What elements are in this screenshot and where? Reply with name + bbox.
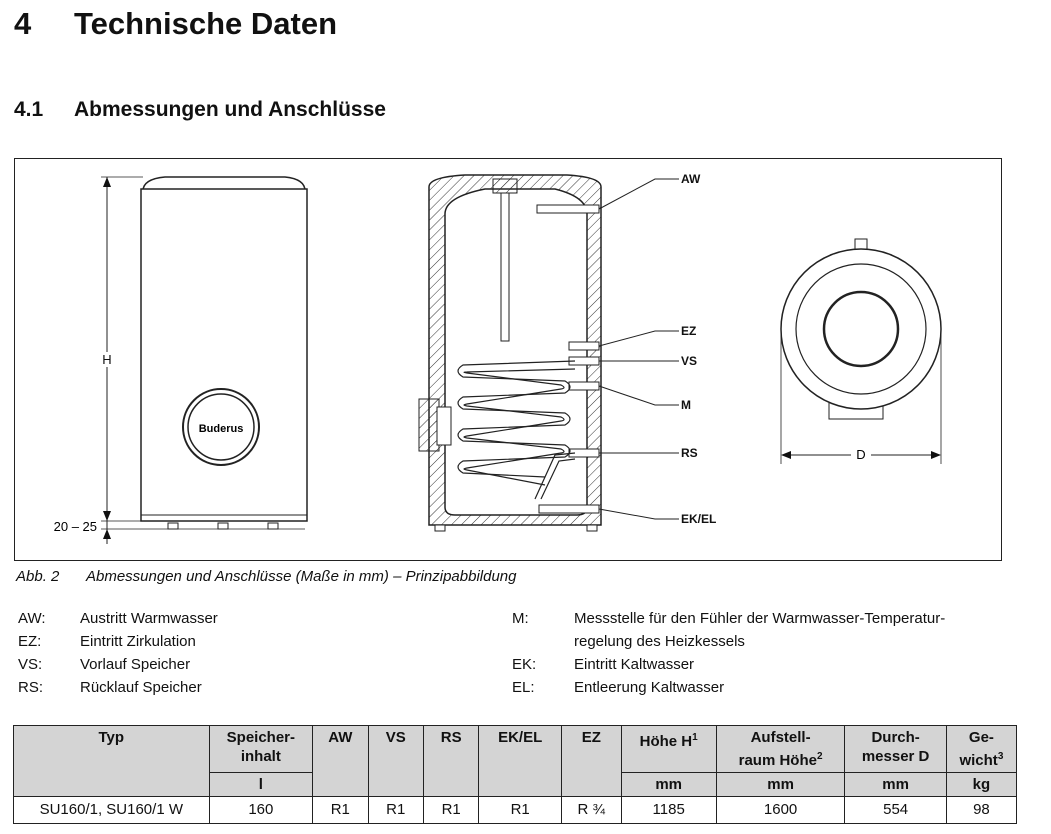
label-ekel: EK/EL bbox=[681, 512, 716, 526]
table-units-row: l mm mm mm kg bbox=[14, 772, 1018, 797]
legend-text: Austritt Warmwasser bbox=[80, 610, 218, 627]
cell-vs: R1 bbox=[367, 796, 424, 824]
cell-rs: R1 bbox=[422, 796, 480, 824]
cell-ekel: R1 bbox=[478, 796, 562, 824]
leader-lines bbox=[598, 178, 679, 520]
cell-speicher: 160 bbox=[208, 796, 314, 824]
legend-text: Vorlauf Speicher bbox=[80, 656, 191, 673]
legend-text: Eintritt Zirkulation bbox=[80, 633, 196, 650]
front-view: Buderus H 20 – 25 bbox=[54, 176, 308, 544]
legend-right: M: Messstelle für den Fühler der Warmwass… bbox=[512, 610, 945, 702]
legend-code: RS: bbox=[18, 679, 44, 696]
label-ez: EZ bbox=[681, 324, 696, 338]
cell-aufstell: 1600 bbox=[715, 796, 846, 824]
subsection-number: 4.1 bbox=[14, 98, 44, 121]
header-speicher: Speicher-inhalt bbox=[208, 725, 314, 773]
label-aw: AW bbox=[681, 172, 701, 186]
foot-label: 20 – 25 bbox=[54, 519, 97, 534]
legend-item: M: Messstelle für den Fühler der Warmwass… bbox=[512, 610, 945, 633]
legend-text: Entleerung Kaltwasser bbox=[574, 679, 725, 696]
brand-logo: Buderus bbox=[199, 423, 244, 435]
data-table: Typ Speicher-inhalt AW VS RS EK/EL EZ Hö… bbox=[13, 725, 1018, 824]
subsection-title: Abmessungen und Anschlüsse bbox=[74, 98, 386, 121]
cell-durch: 554 bbox=[844, 796, 947, 824]
unit-speicher: l bbox=[208, 772, 314, 797]
legend-item: EZ: Eintritt Zirkulation bbox=[18, 633, 218, 656]
drawing-canvas: Buderus H 20 – 25 bbox=[54, 172, 942, 544]
section-heading: 4 Technische Daten bbox=[14, 6, 337, 42]
legend-code: VS: bbox=[18, 656, 43, 673]
header-rs: RS bbox=[422, 725, 480, 797]
header-hoehe: Höhe H1 bbox=[620, 725, 717, 773]
technical-drawing: Buderus H 20 – 25 bbox=[14, 158, 1002, 561]
legend-text: Eintritt Kaltwasser bbox=[574, 656, 695, 673]
header-aufstellraum: Aufstell-raum Höhe2 bbox=[715, 725, 846, 773]
legend-code: EK: bbox=[512, 656, 537, 673]
legend-code: EZ: bbox=[18, 633, 42, 650]
label-m: M bbox=[681, 398, 691, 412]
legend-code: EL: bbox=[512, 679, 535, 696]
section-title: Technische Daten bbox=[74, 6, 338, 41]
section-view bbox=[418, 174, 602, 532]
legend-text: Messstelle für den Fühler der Warmwasser… bbox=[574, 610, 946, 627]
legend-item: RS: Rücklauf Speicher bbox=[18, 679, 218, 702]
legend-item-continued: regelung des Heizkessels bbox=[512, 633, 945, 656]
header-vs: VS bbox=[367, 725, 424, 797]
header-ekel: EK/EL bbox=[478, 725, 562, 797]
legend-text: regelung des Heizkessels bbox=[574, 633, 745, 650]
legend-item: AW: Austritt Warmwasser bbox=[18, 610, 218, 633]
unit-durch: mm bbox=[844, 772, 947, 797]
legend-item: EK: Eintritt Kaltwasser bbox=[512, 656, 945, 679]
header-durchmesser: Durch-messer D bbox=[844, 725, 947, 773]
header-aw: AW bbox=[312, 725, 369, 797]
label-rs: RS bbox=[681, 446, 698, 460]
legend-item: VS: Vorlauf Speicher bbox=[18, 656, 218, 679]
cell-gew: 98 bbox=[945, 796, 1018, 824]
height-label: H bbox=[102, 352, 111, 367]
table-row: SU160/1, SU160/1 W 160 R1 R1 R1 R1 R ¾ 1… bbox=[13, 796, 1018, 824]
section-number: 4 bbox=[14, 6, 32, 41]
table-header-row: Typ Speicher-inhalt AW VS RS EK/EL EZ Hö… bbox=[13, 725, 1018, 797]
subsection-heading: 4.1 Abmessungen und Anschlüsse bbox=[14, 98, 386, 122]
top-view: D bbox=[780, 238, 942, 464]
diameter-label: D bbox=[856, 447, 865, 462]
cell-typ: SU160/1, SU160/1 W bbox=[13, 796, 210, 824]
cell-ez: R ¾ bbox=[560, 796, 622, 824]
figure-caption: Abb. 2 Abmessungen und Anschlüsse (Maße i… bbox=[16, 568, 517, 585]
caption-label: Abb. 2 bbox=[16, 568, 60, 585]
caption-text: Abmessungen und Anschlüsse (Maße in mm) … bbox=[86, 568, 517, 585]
header-ez: EZ bbox=[560, 725, 622, 797]
unit-gew: kg bbox=[945, 772, 1018, 797]
legend-left: AW: Austritt Warmwasser EZ: Eintritt Zirku… bbox=[18, 610, 218, 702]
legend-text: Rücklauf Speicher bbox=[80, 679, 202, 696]
cell-hoehe: 1185 bbox=[620, 796, 717, 824]
cell-aw: R1 bbox=[312, 796, 369, 824]
unit-aufstell: mm bbox=[715, 772, 846, 797]
legend-code: M: bbox=[512, 610, 529, 627]
label-vs: VS bbox=[681, 354, 697, 368]
header-typ: Typ bbox=[13, 725, 210, 797]
legend-item: EL: Entleerung Kaltwasser bbox=[512, 679, 945, 702]
legend-code: AW: bbox=[18, 610, 46, 627]
unit-hoehe: mm bbox=[620, 772, 717, 797]
header-gewicht: Ge-wicht3 bbox=[945, 725, 1018, 773]
